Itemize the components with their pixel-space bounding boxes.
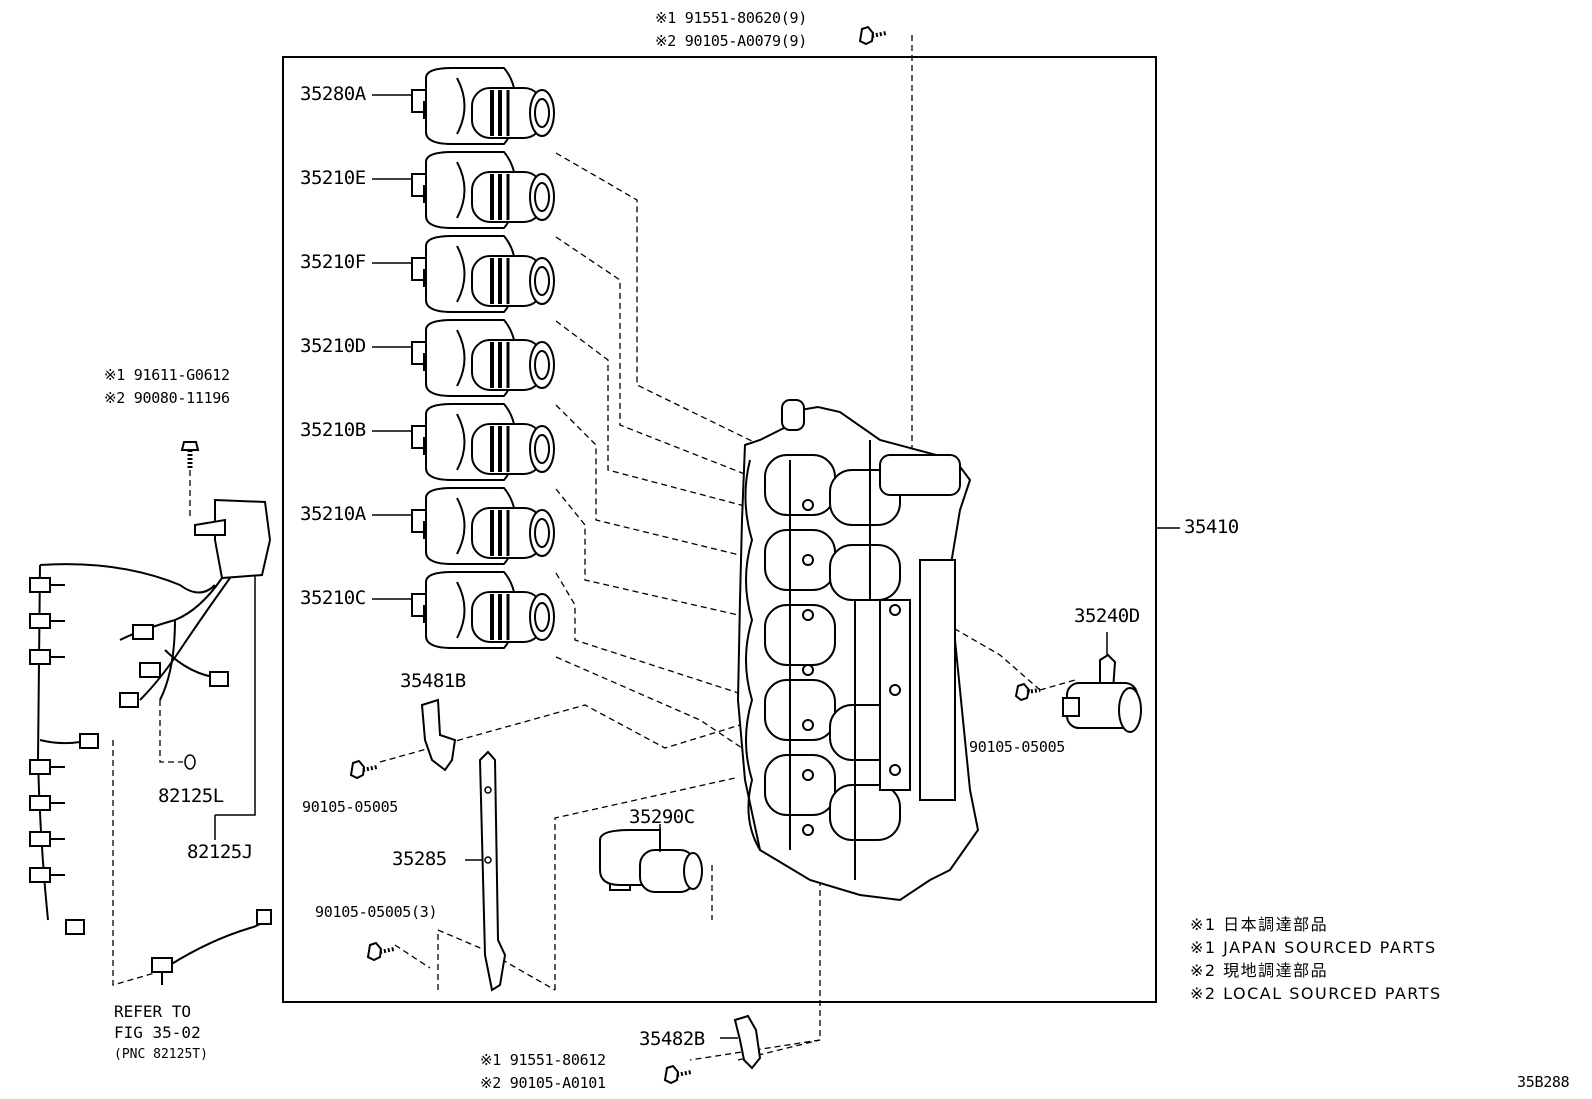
label-35482B: 35482B <box>639 1028 705 1050</box>
bolt-c-icon <box>366 941 396 962</box>
legend-line-1: ※1 日本調達部品 <box>1190 915 1329 934</box>
solenoid-35210B <box>410 402 556 482</box>
label-35280A: 35280A <box>300 83 366 105</box>
callout-top-2: ※2 90105-A0079(9) <box>655 32 807 50</box>
label-35210A: 35210A <box>300 503 366 525</box>
label-35285: 35285 <box>392 848 447 870</box>
solenoid-35210F <box>410 234 556 314</box>
sub-harness <box>151 909 272 985</box>
label-35290C: 35290C <box>629 806 695 828</box>
label-bolt-c: 90105-05005(3) <box>315 903 438 921</box>
sensor-35240D <box>1062 632 1142 733</box>
bracket-35481B <box>420 698 457 772</box>
solenoid-35280A <box>410 66 556 146</box>
bolt-b-icon <box>1014 682 1041 702</box>
label-35410: 35410 <box>1184 516 1239 538</box>
legend-line-4: ※2 LOCAL SOURCED PARTS <box>1190 984 1442 1003</box>
plate-35285 <box>478 750 507 992</box>
wire-harness <box>29 498 272 935</box>
label-35240D: 35240D <box>1074 605 1140 627</box>
diagram-code: 35B288 <box>1517 1073 1570 1091</box>
label-35210C: 35210C <box>300 587 366 609</box>
label-bolt-b: 90105-05005 <box>969 738 1066 756</box>
refer-line-3: (PNC 82125T) <box>114 1047 208 1062</box>
solenoid-35210E <box>410 150 556 230</box>
callout-top-1: ※1 91551-80620(9) <box>655 9 807 27</box>
refer-line-1: REFER TO <box>114 1002 192 1021</box>
callout-bottom-2: ※2 90105-A0101 <box>480 1074 606 1092</box>
bracket-35482B <box>733 1014 762 1070</box>
solenoid-35210C <box>410 570 556 650</box>
bolt-bottom-icon <box>663 1064 693 1085</box>
o-ring-82125L <box>184 754 196 770</box>
solenoid-35210D <box>410 318 556 398</box>
assembly-frame <box>282 56 1157 1003</box>
label-bolt-a: 90105-05005 <box>302 798 399 816</box>
label-35210D: 35210D <box>300 335 366 357</box>
valve-body <box>736 399 980 902</box>
screw-left-icon <box>180 441 200 468</box>
refer-line-2: FIG 35-02 <box>114 1023 201 1042</box>
solenoid-35290C <box>599 824 703 893</box>
bolt-a-icon <box>349 759 379 780</box>
callout-bottom-1: ※1 91551-80612 <box>480 1051 606 1069</box>
legend-line-2: ※1 JAPAN SOURCED PARTS <box>1190 938 1437 957</box>
label-82125J: 82125J <box>187 841 253 863</box>
label-35210E: 35210E <box>300 167 366 189</box>
label-35210F: 35210F <box>300 251 366 273</box>
callout-left-2: ※2 90080-11196 <box>104 389 230 407</box>
label-35481B: 35481B <box>400 670 466 692</box>
bolt-top-icon <box>858 25 888 46</box>
legend-line-3: ※2 現地調達部品 <box>1190 961 1329 980</box>
solenoid-35210A <box>410 486 556 566</box>
callout-left-1: ※1 91611-G0612 <box>104 366 230 384</box>
label-35210B: 35210B <box>300 419 366 441</box>
label-82125L: 82125L <box>158 785 224 807</box>
